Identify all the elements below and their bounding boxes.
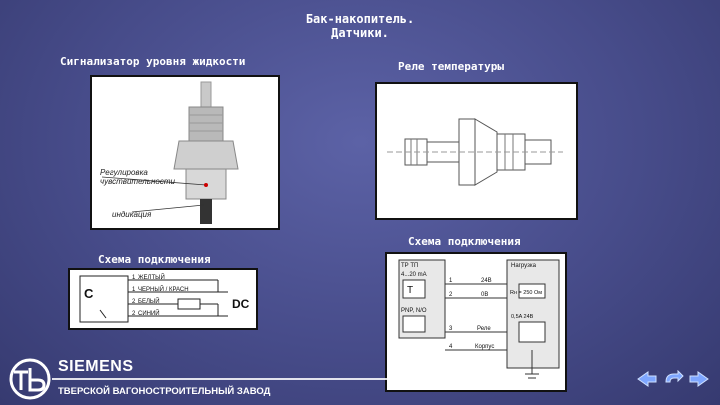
- tp-box-title: ТР ТП: [401, 263, 418, 269]
- pin-3: 3: [449, 326, 453, 332]
- return-icon[interactable]: [662, 370, 684, 388]
- t-label: T: [407, 285, 413, 296]
- pnp-label: PNP, N/O: [401, 308, 427, 314]
- wire-name-2: ЧЕРНЫЙ / КРАСН: [138, 285, 189, 293]
- range-label: 4...20 mA: [401, 272, 427, 278]
- temp-relay-label: Реле температуры: [398, 60, 504, 73]
- wire-name-3: БЕЛЫЙ: [138, 297, 160, 305]
- wiring-label-right: Схема подключения: [408, 235, 521, 248]
- indication-callout: индикация: [112, 210, 152, 219]
- plant-name: ТВЕРСКОЙ ВАГОНОСТРОИТЕЛЬНЫЙ ЗАВОД: [58, 386, 271, 397]
- load-title: Нагрузка: [511, 263, 537, 269]
- prev-arrow-icon[interactable]: [636, 370, 658, 388]
- tvz-logo: [9, 358, 51, 400]
- c-label: C: [84, 286, 94, 301]
- wire-num-2: 1: [132, 287, 136, 293]
- siemens-brand: SIEMENS: [58, 358, 134, 375]
- case-label: Корпус: [475, 344, 494, 350]
- slide-title: Бак-накопитель.: [305, 12, 415, 26]
- wiring-label-left: Схема подключения: [98, 253, 211, 266]
- wiring-diagram-right: ТР ТП 4...20 mA T PNP, N/O 1 2 3 4 24В 0…: [385, 252, 567, 392]
- next-arrow-icon[interactable]: [688, 370, 710, 388]
- footer-divider: [52, 378, 392, 380]
- level-sensor-label: Сигнализатор уровня жидкости: [60, 55, 246, 68]
- pin-4: 4: [449, 344, 453, 350]
- wire-num-4: 2: [132, 311, 136, 317]
- wire-num-1: 1: [132, 275, 136, 281]
- v0-label: 0В: [481, 292, 488, 298]
- wire-num-3: 2: [132, 299, 136, 305]
- rn-label: Rн = 250 Ом: [510, 290, 542, 296]
- wiring-diagram-left: C 1 ЖЕЛТЫЙ 1 ЧЕРНЫЙ / КРАСН 2 БЕЛЫЙ 2 СИ…: [68, 268, 258, 330]
- pin-2: 2: [449, 292, 453, 298]
- v24-label: 24В: [481, 278, 492, 284]
- fuse-label: 0,5A 24В: [511, 314, 534, 320]
- dc-label: DC: [232, 297, 250, 311]
- adjustment-callout-1: Регулировка: [100, 168, 148, 177]
- temp-relay-image: [375, 82, 578, 220]
- relay-label: Реле: [477, 326, 491, 332]
- wire-name-4: СИНИЙ: [138, 309, 160, 317]
- adjustment-callout-2: чувствительности: [100, 177, 176, 186]
- wire-name-1: ЖЕЛТЫЙ: [138, 273, 165, 281]
- pin-1: 1: [449, 278, 453, 284]
- slide-subtitle: Датчики.: [331, 26, 389, 40]
- level-sensor-image: Регулировка чувствительности индикация: [90, 75, 280, 230]
